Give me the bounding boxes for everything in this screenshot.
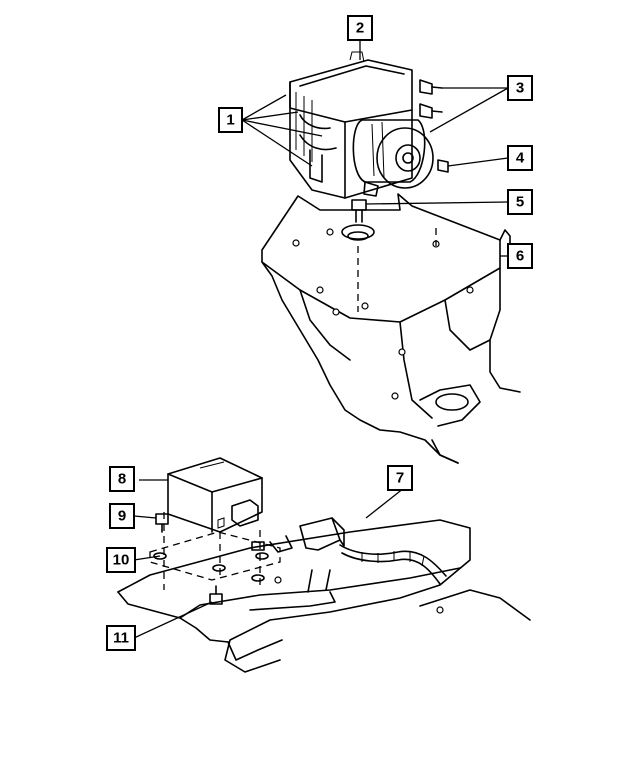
callout-5-label: 5 (516, 194, 524, 211)
callout-5: 5 (507, 189, 533, 215)
callout-3-label: 3 (516, 80, 524, 97)
wiring-harness (269, 517, 447, 585)
mounting-studs (363, 79, 449, 197)
callout-1: 1 (218, 107, 243, 133)
callout-10: 10 (106, 547, 136, 573)
hydraulic-control-unit (289, 51, 413, 199)
screws (155, 513, 265, 605)
leader-lines (133, 40, 509, 639)
callout-11-label: 11 (113, 630, 129, 647)
abs-module-assembly (261, 51, 521, 464)
callout-8: 8 (109, 466, 135, 492)
callout-10-label: 10 (113, 552, 130, 569)
callout-11: 11 (106, 625, 136, 651)
pump-motor (352, 119, 434, 189)
callout-3: 3 (507, 75, 533, 101)
control-module-assembly (117, 457, 531, 673)
callout-4: 4 (507, 145, 533, 171)
mounting-plate (149, 512, 281, 590)
callout-2-label: 2 (356, 20, 364, 37)
callout-7-label: 7 (396, 470, 404, 487)
callout-4-label: 4 (516, 150, 525, 167)
callout-7: 7 (387, 465, 413, 491)
callout-9-label: 9 (118, 508, 126, 525)
control-module (167, 457, 263, 533)
callout-6: 6 (507, 243, 533, 269)
callout-9: 9 (109, 503, 135, 529)
callout-8-label: 8 (118, 471, 126, 488)
bolt-and-isolator (341, 199, 375, 241)
callout-1-label: 1 (226, 112, 234, 129)
floor-pan (117, 519, 531, 673)
callout-2: 2 (347, 15, 373, 41)
mounting-bracket (261, 193, 521, 464)
callout-6-label: 6 (516, 248, 524, 265)
